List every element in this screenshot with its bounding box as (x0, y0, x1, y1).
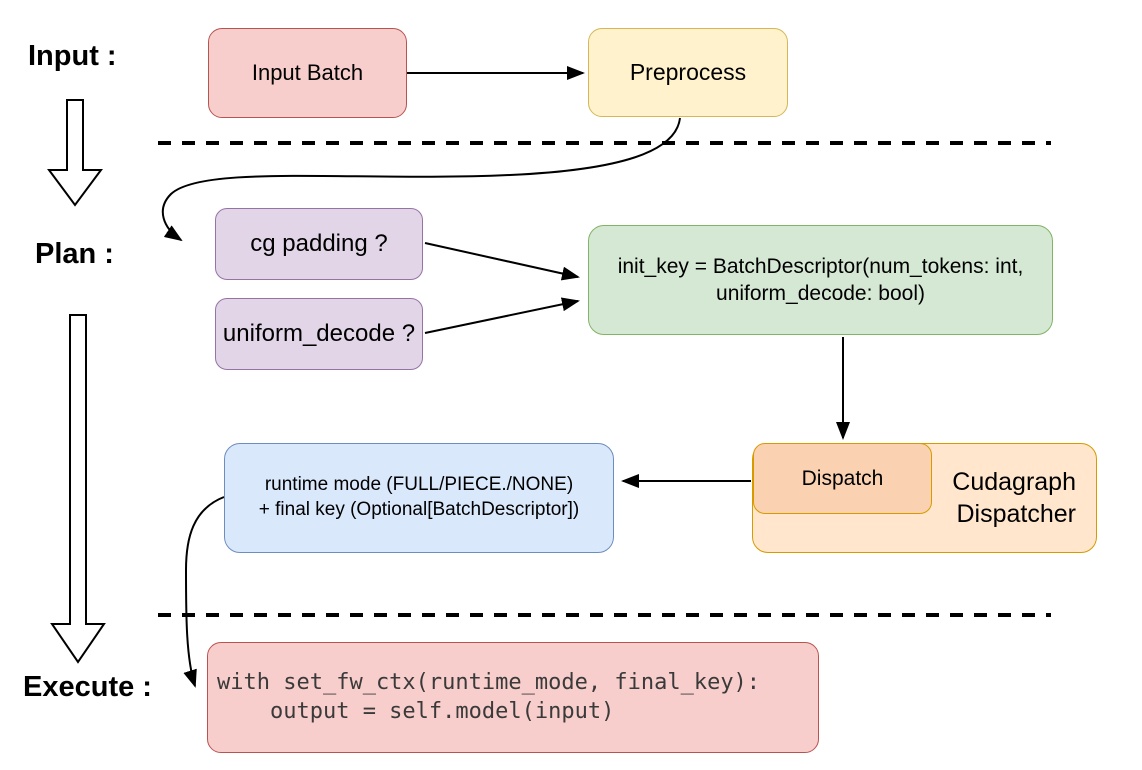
stage-arrow-input-to-plan (47, 99, 103, 207)
node-input-batch: Input Batch (208, 28, 407, 118)
node-cudagraph-dispatcher-line2: Dispatcher (956, 500, 1077, 528)
stage-label-execute: Execute : (23, 671, 152, 703)
node-init-key-line2: uniform_decode: bool) (716, 282, 925, 305)
node-init-key: init_key = BatchDescriptor(num_tokens: i… (588, 225, 1053, 335)
node-runtime-mode-line1: runtime mode (FULL/PIECE./NONE) (264, 474, 574, 496)
node-execute-code-line1: with set_fw_ctx(runtime_mode, final_key)… (217, 670, 761, 696)
node-cg-padding-label: cg padding ? (250, 230, 388, 258)
node-cudagraph-dispatcher-line1: Cudagraph (952, 467, 1076, 496)
node-cg-padding: cg padding ? (215, 208, 423, 280)
node-runtime-mode: runtime mode (FULL/PIECE./NONE) + final … (224, 443, 614, 553)
node-preprocess: Preprocess (588, 28, 788, 117)
node-uniform-decode: uniform_decode ? (215, 298, 423, 370)
node-runtime-mode-line2: + final key (Optional[BatchDescriptor]) (258, 499, 580, 520)
node-dispatch: Dispatch (753, 443, 932, 514)
node-preprocess-label: Preprocess (629, 58, 747, 85)
node-dispatch-label: Dispatch (801, 466, 884, 490)
node-execute-code-line2: output = self.model(input) (217, 698, 615, 724)
arrow-runtime-mode-to-execute-code (183, 496, 225, 688)
node-init-key-line1: init_key = BatchDescriptor(num_tokens: i… (617, 254, 1024, 278)
node-input-batch-label: Input Batch (251, 59, 364, 85)
node-execute-code: with set_fw_ctx(runtime_mode, final_key)… (207, 642, 819, 753)
node-uniform-decode-label: uniform_decode ? (222, 320, 416, 348)
arrow-preprocess-to-cg-padding (161, 117, 681, 242)
stage-arrow-plan-to-execute (50, 314, 106, 664)
stage-label-plan: Plan : (35, 238, 114, 270)
stage-label-input: Input : (28, 40, 117, 72)
arrow-uniform-decode-to-init-key (424, 297, 580, 334)
arrow-cg-padding-to-init-key (424, 242, 580, 281)
